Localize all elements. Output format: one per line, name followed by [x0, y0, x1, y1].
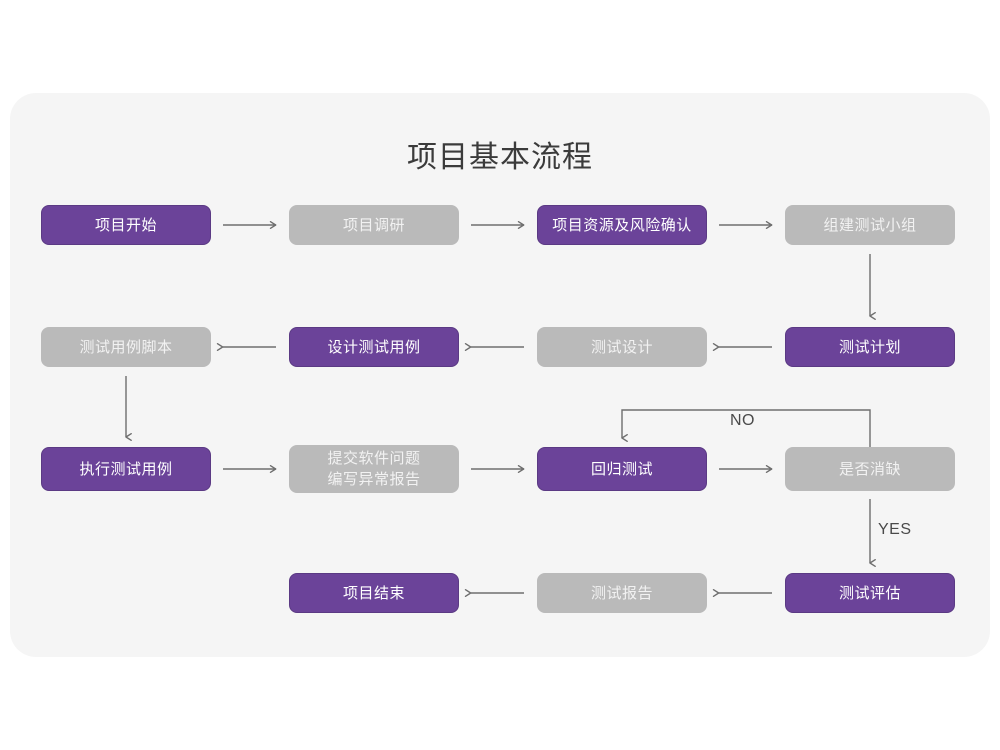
node-label: 回归测试 — [590, 460, 653, 478]
node-label: 测试评估 — [838, 584, 901, 602]
node-execute-testcase[interactable]: 执行测试用例 — [41, 447, 211, 491]
node-project-end[interactable]: 项目结束 — [289, 573, 459, 613]
node-label: 项目开始 — [94, 216, 157, 234]
node-test-report[interactable]: 测试报告 — [537, 573, 707, 613]
node-project-research[interactable]: 项目调研 — [289, 205, 459, 245]
node-label: 项目结束 — [342, 584, 405, 602]
node-label: 设计测试用例 — [327, 338, 421, 356]
node-build-team[interactable]: 组建测试小组 — [785, 205, 955, 245]
node-testcase-script[interactable]: 测试用例脚本 — [41, 327, 211, 367]
edge-label-no: NO — [730, 412, 755, 429]
node-test-evaluation[interactable]: 测试评估 — [785, 573, 955, 613]
node-regression-test[interactable]: 回归测试 — [537, 447, 707, 491]
node-label: 执行测试用例 — [79, 460, 173, 478]
edge-label-yes: YES — [878, 521, 912, 538]
node-label: 提交软件问题 编写异常报告 — [327, 450, 421, 488]
node-label: 组建测试小组 — [823, 216, 917, 234]
node-label: 是否消缺 — [838, 460, 901, 478]
node-test-plan[interactable]: 测试计划 — [785, 327, 955, 367]
node-label: 项目调研 — [342, 216, 405, 234]
node-label: 项目资源及风险确认 — [552, 216, 692, 234]
page-title: 项目基本流程 — [407, 141, 593, 174]
node-defect-closed[interactable]: 是否消缺 — [785, 447, 955, 491]
node-test-design[interactable]: 测试设计 — [537, 327, 707, 367]
node-design-testcase[interactable]: 设计测试用例 — [289, 327, 459, 367]
flowchart-panel — [10, 93, 990, 657]
node-submit-defect[interactable]: 提交软件问题 编写异常报告 — [289, 445, 459, 493]
node-label: 测试报告 — [590, 584, 653, 602]
node-project-start[interactable]: 项目开始 — [41, 205, 211, 245]
node-label: 测试计划 — [838, 338, 901, 356]
node-resource-risk[interactable]: 项目资源及风险确认 — [537, 205, 707, 245]
node-label: 测试设计 — [590, 338, 653, 356]
node-label: 测试用例脚本 — [79, 338, 173, 356]
